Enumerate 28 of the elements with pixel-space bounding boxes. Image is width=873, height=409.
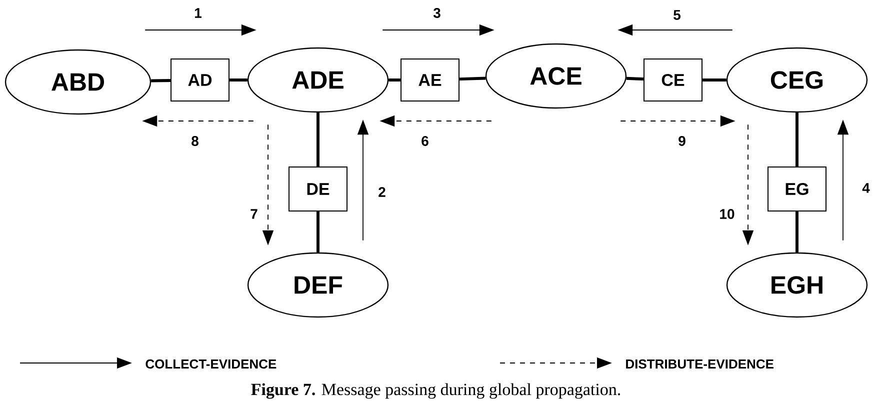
link-line — [796, 212, 798, 252]
edge-label: 8 — [192, 136, 198, 146]
link-line — [702, 78, 726, 82]
edge-label: 7 — [250, 209, 258, 219]
separator-box: AD — [170, 58, 230, 102]
separator-box: CE — [644, 58, 702, 102]
separator-box: EG — [768, 166, 826, 212]
link-line — [316, 212, 320, 252]
edge-label: 9 — [678, 136, 686, 146]
separator-box: DE — [288, 166, 348, 212]
edge-label: 2 — [378, 187, 386, 197]
edge-label: 3 — [433, 8, 440, 18]
link-line — [626, 76, 644, 80]
edge-label: 6 — [422, 136, 428, 146]
link-line — [151, 78, 171, 82]
link-line — [230, 78, 248, 82]
legend-label: COLLECT-EVIDENCE — [146, 359, 276, 369]
edge-label: 1 — [195, 8, 202, 18]
link-line — [316, 112, 320, 166]
edge-label: 5 — [674, 10, 680, 20]
separator-box: AE — [400, 58, 460, 102]
link-line — [459, 76, 486, 81]
edge-label: 4 — [862, 183, 870, 193]
caption: Figure 7. Message passing during global propagation. — [251, 383, 620, 399]
link-line — [796, 112, 798, 166]
edge-label: 10 — [720, 209, 734, 219]
link-line — [388, 78, 400, 82]
legend-label: DISTRIBUTE-EVIDENCE — [626, 359, 774, 369]
